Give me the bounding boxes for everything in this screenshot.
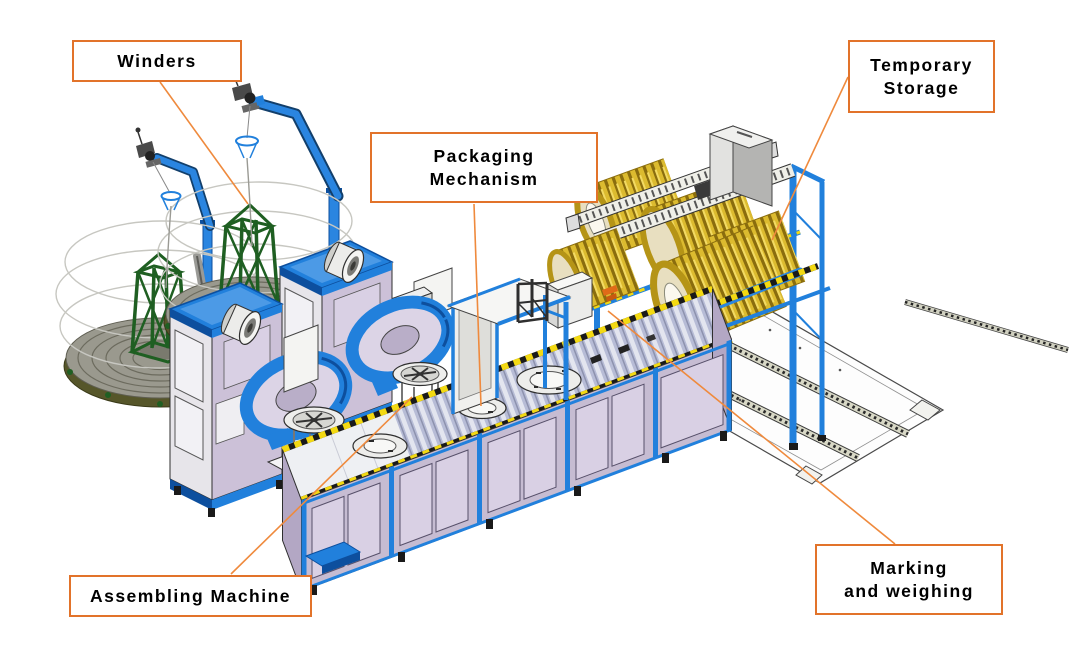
conveyor-rail-back — [281, 285, 714, 453]
winder-funnels-and-wires — [152, 105, 259, 289]
callout-temporary-storage: Temporary Storage — [848, 40, 995, 113]
callout-marking-line1: Marking — [870, 557, 948, 578]
callout-winders-label: Winders — [117, 50, 197, 71]
callout-packaging-line2: Mechanism — [429, 168, 539, 189]
callout-packaging-line1: Packaging — [433, 145, 535, 166]
gantry-lattice-tower — [516, 279, 549, 324]
callout-leader-lines — [159, 76, 896, 575]
temporary-storage-rack — [547, 125, 831, 450]
callout-assembling-label: Assembling Machine — [89, 585, 292, 606]
callout-assembling-machine: Assembling Machine — [69, 575, 312, 617]
packaging-mechanism-gantry — [446, 271, 618, 415]
callout-marking-line2: and weighing — [844, 580, 974, 601]
winder-arm — [250, 98, 342, 200]
product-ring — [352, 433, 408, 459]
callout-temporary-line2: Storage — [883, 77, 960, 98]
winder-funnel — [235, 135, 259, 147]
winder-funnel — [160, 191, 182, 201]
conveyor-left-deck — [282, 408, 411, 501]
callout-winders: Winders — [72, 40, 242, 82]
winder-head-hardware — [135, 127, 162, 168]
callout-marking-weighing: Marking and weighing — [815, 544, 1003, 615]
packaging-leader-line — [473, 203, 482, 407]
product-ring — [516, 365, 582, 395]
callout-packaging-mechanism: Packaging Mechanism — [370, 132, 598, 203]
storage-control-box — [708, 125, 774, 207]
machine-drum — [323, 241, 365, 283]
winder-arm — [153, 154, 214, 230]
turntable-fixture — [392, 361, 448, 409]
winders-leader-line — [159, 81, 249, 205]
callout-temporary-line1: Temporary — [870, 54, 973, 75]
marking-leader-line — [607, 310, 896, 545]
temporary-storage-leader-line — [771, 76, 849, 241]
assembling-machine-front — [168, 282, 353, 517]
assembling-leader-line — [230, 396, 413, 575]
machine-drum — [220, 303, 262, 345]
